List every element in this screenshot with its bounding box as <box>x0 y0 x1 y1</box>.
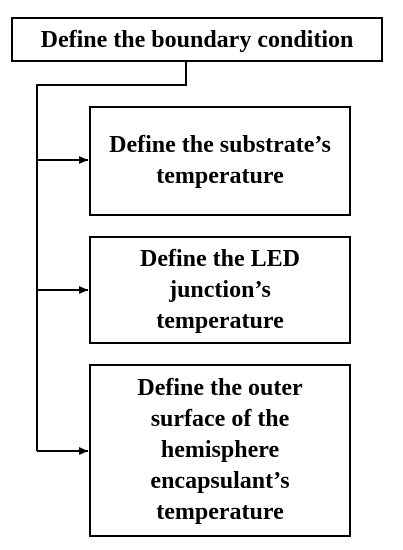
trunk-line <box>36 62 187 451</box>
substrate-temperature-box: Define the substrate’s temperature <box>89 106 351 216</box>
root-node-box: Define the boundary condition <box>11 17 383 62</box>
encapsulant-surface-temperature-label: Define the outer surface of the hemisphe… <box>137 375 303 525</box>
root-node-label: Define the boundary condition <box>40 26 354 53</box>
substrate-temperature-label: Define the substrate’s temperature <box>109 132 331 189</box>
led-junction-temperature-label: Define the LED junction’s temperature <box>140 245 300 334</box>
led-junction-temperature-box: Define the LED junction’s temperature <box>89 236 351 344</box>
encapsulant-surface-temperature-box: Define the outer surface of the hemisphe… <box>89 364 351 537</box>
